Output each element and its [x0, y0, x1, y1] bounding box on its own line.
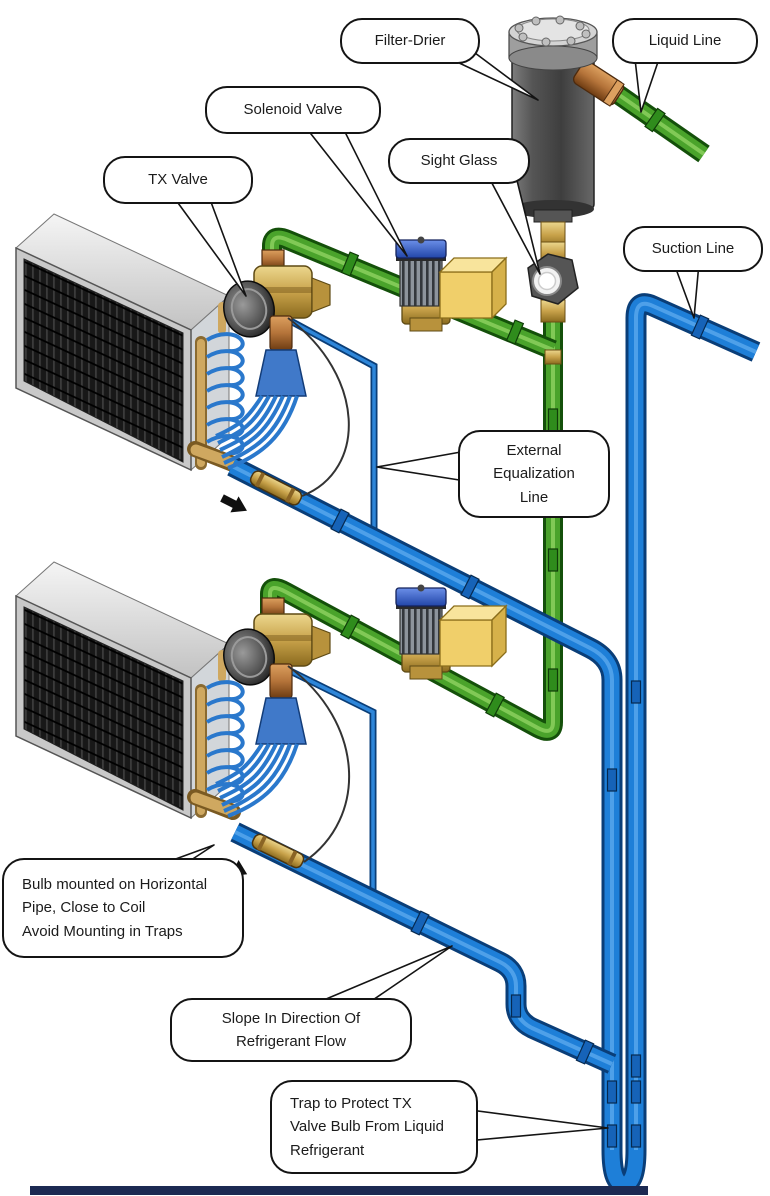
solenoid-valve-1 [395, 235, 507, 332]
flow-arrow-1 [217, 489, 252, 519]
callout-filter-drier: Filter-Drier [340, 18, 480, 64]
callout-external-equalization-line: External Equalization Line [458, 430, 610, 518]
callout-slope-note: Slope In Direction Of Refrigerant Flow [170, 998, 412, 1062]
tx-valve-2 [214, 596, 332, 818]
pipe-couplings [330, 107, 710, 1148]
evaporator-coil-2 [16, 562, 243, 818]
callout-liquid-line: Liquid Line [612, 18, 758, 64]
tx-valve-1 [214, 248, 332, 470]
filter-drier-vessel [508, 15, 625, 249]
bottom-border-bar [30, 1186, 648, 1195]
sight-glass-fitting [527, 241, 579, 323]
callout-tx-valve: TX Valve [103, 156, 253, 204]
callout-solenoid-valve: Solenoid Valve [205, 86, 381, 134]
liquid-branch-pipe-1 [262, 227, 557, 360]
equalization-line-2 [270, 658, 377, 892]
callout-sight-glass: Sight Glass [388, 138, 530, 184]
bulb-capillary-1 [287, 317, 350, 497]
callout-suction-line: Suction Line [623, 226, 763, 272]
callout-trap-note: Trap to Protect TX Valve Bulb From Liqui… [270, 1080, 478, 1174]
callout-bulb-note: Bulb mounted on Horizontal Pipe, Close t… [2, 858, 244, 958]
equalization-line-1 [283, 314, 378, 534]
bulb-capillary-2 [287, 665, 351, 863]
suction-line-pipe [227, 293, 761, 1195]
evaporator-coil-1 [16, 214, 243, 470]
